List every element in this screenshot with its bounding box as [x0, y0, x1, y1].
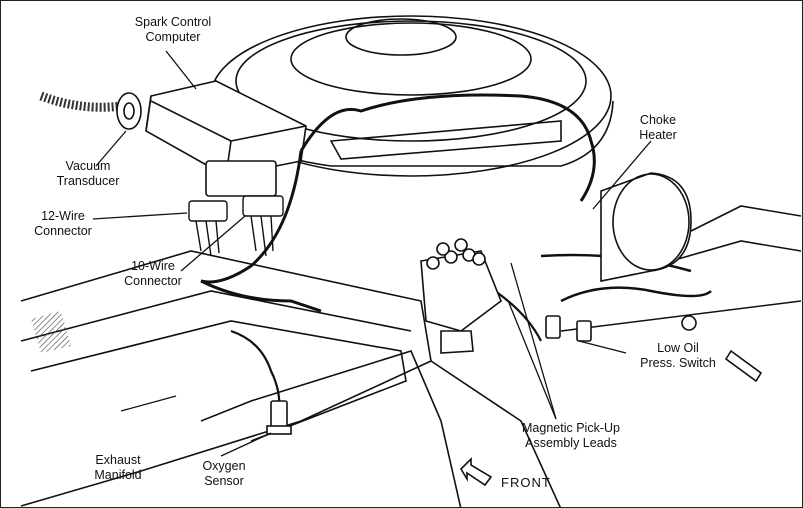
- vacuum-transducer: [39, 91, 142, 130]
- label-oxygen-sensor: Oxygen Sensor: [189, 459, 259, 489]
- label-10-wire-connector: 10-Wire Connector: [113, 259, 193, 289]
- leader-lines: [92, 50, 652, 457]
- label-line: 12-Wire: [41, 209, 85, 223]
- wiring-harness: [200, 93, 712, 412]
- engine-block: [20, 205, 802, 507]
- label-line: Choke: [639, 113, 677, 127]
- label-line: Spark Control: [134, 15, 212, 29]
- manifold-shading: [31, 311, 71, 353]
- coil-cylinder: [600, 172, 692, 282]
- computer-box: [145, 80, 307, 197]
- label-choke-heater: Choke Heater: [623, 113, 693, 143]
- label-spark-control-computer: Spark Control Computer: [103, 15, 243, 45]
- oil-switch-part: [545, 315, 763, 383]
- label-line: Transducer: [56, 174, 120, 188]
- label-line: Connector: [34, 224, 92, 238]
- label-line: 10-Wire: [131, 259, 175, 273]
- label-line: Oxygen: [202, 459, 246, 473]
- front-arrow: [459, 457, 493, 487]
- label-line: Assembly Leads: [525, 436, 617, 450]
- label-magnetic-pickup-leads: Magnetic Pick-Up Assembly Leads: [506, 421, 636, 451]
- label-line: Sensor: [204, 474, 244, 488]
- label-low-oil-press-switch: Low Oil Press. Switch: [623, 341, 733, 371]
- label-line: Manifold: [94, 468, 142, 482]
- label-vacuum-transducer: Vacuum Transducer: [43, 159, 133, 189]
- oxygen-sensor-part: [266, 400, 292, 435]
- label-line: Exhaust: [95, 453, 141, 467]
- label-line: Heater: [639, 128, 677, 142]
- connectors: [188, 195, 284, 257]
- label-line: Low Oil: [657, 341, 699, 355]
- label-exhaust-manifold: Exhaust Manifold: [73, 453, 163, 483]
- label-front: FRONT: [501, 475, 551, 490]
- label-12-wire-connector: 12-Wire Connector: [23, 209, 103, 239]
- label-line: Computer: [145, 30, 201, 44]
- label-line: Press. Switch: [640, 356, 716, 370]
- label-line: Vacuum: [65, 159, 111, 173]
- label-line: Magnetic Pick-Up: [522, 421, 620, 435]
- label-line: Connector: [124, 274, 182, 288]
- distributor: [420, 238, 502, 354]
